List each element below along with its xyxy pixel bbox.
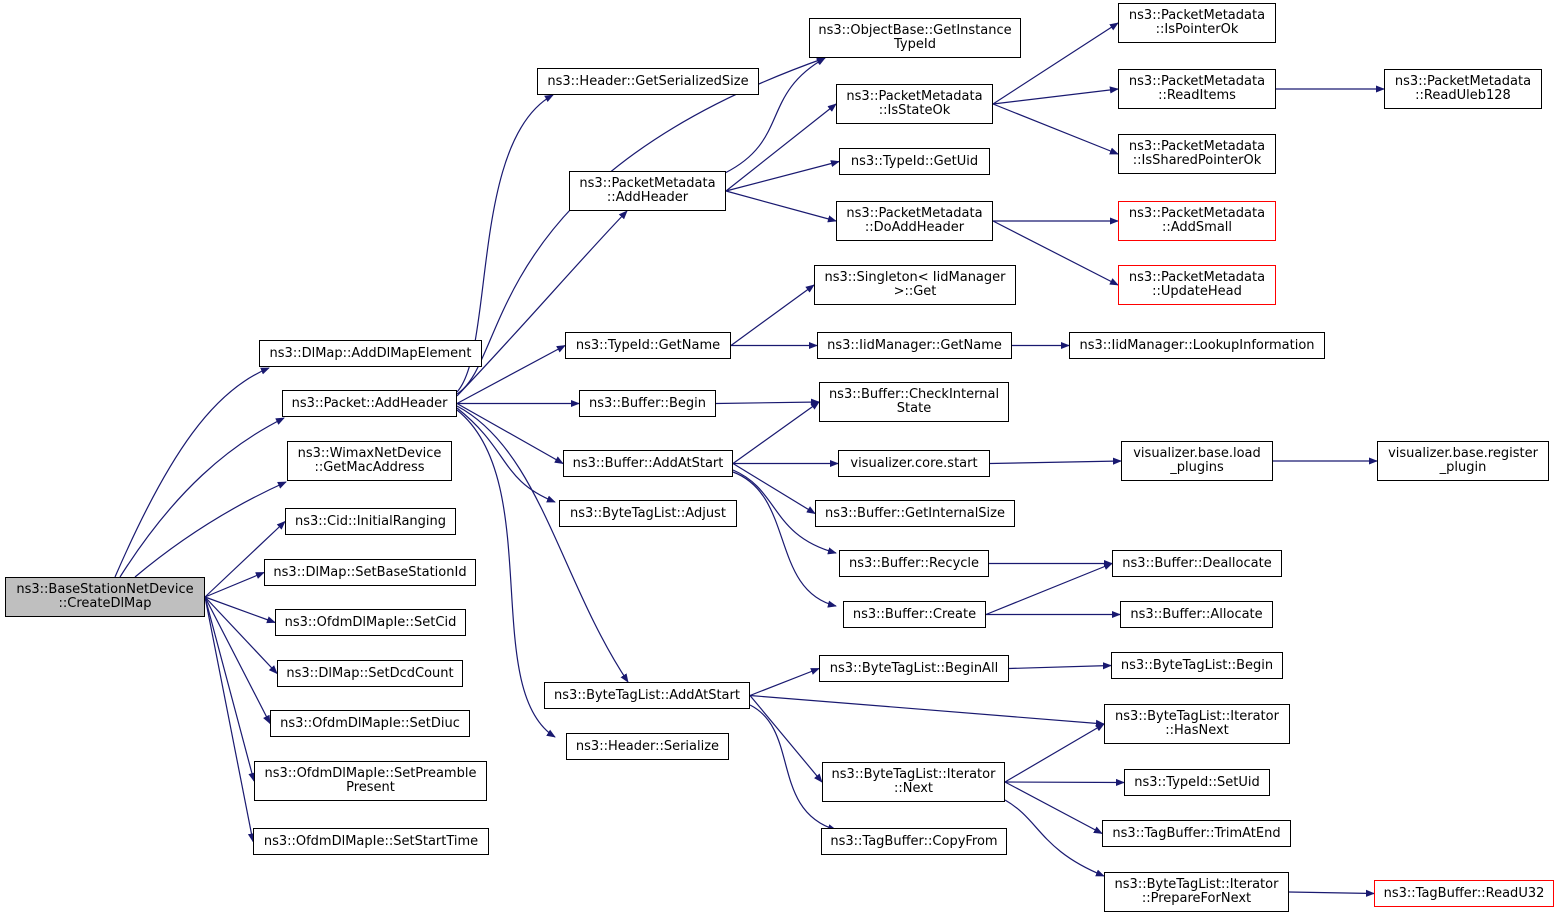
call-edge-n20-n35	[992, 103, 1119, 155]
function-node-n29[interactable]: ns3::Buffer::Create	[843, 601, 986, 628]
function-node-n20[interactable]: ns3::PacketMetadata ::IsStateOk	[836, 84, 993, 124]
function-node-n31[interactable]: ns3::ByteTagList::Iterator ::Next	[822, 762, 1005, 802]
call-edge-n31-n45	[1004, 781, 1103, 835]
function-node-n14[interactable]: ns3::TypeId::GetName	[565, 332, 731, 359]
function-node-n41[interactable]: ns3::Buffer::Allocate	[1120, 601, 1273, 628]
function-node-n11[interactable]: ns3::Header::GetSerializedSize	[537, 68, 759, 95]
call-edge-n31-n46	[1004, 799, 1105, 877]
call-edge-n18-n31	[749, 695, 823, 783]
call-edge-root-n6	[204, 596, 276, 624]
function-node-n9[interactable]: ns3::OfdmDlMapIe::SetPreamble Present	[254, 761, 487, 801]
function-node-n6[interactable]: ns3::OfdmDlMapIe::SetCid	[275, 609, 466, 636]
call-edge-n2-n14	[456, 344, 566, 405]
function-node-n38[interactable]: ns3::IidManager::LookupInformation	[1069, 332, 1325, 359]
call-edge-n18-n30	[749, 667, 820, 697]
function-node-n10[interactable]: ns3::OfdmDlMapIe::SetStartTime	[253, 828, 489, 855]
function-node-n44[interactable]: ns3::TypeId::SetUid	[1124, 769, 1270, 796]
function-node-n2[interactable]: ns3::Packet::AddHeader	[282, 390, 457, 417]
function-node-n18[interactable]: ns3::ByteTagList::AddAtStart	[544, 682, 750, 709]
root-function-node[interactable]: ns3::BaseStationNetDevice ::CreateDlMap	[5, 577, 205, 617]
call-edge-n16-n29	[732, 471, 837, 608]
call-edge-n16-n28	[732, 469, 837, 555]
function-node-n35[interactable]: ns3::PacketMetadata ::IsSharedPointerOk	[1118, 134, 1276, 174]
call-edge-n31-n44	[1004, 778, 1125, 787]
function-node-n33[interactable]: ns3::PacketMetadata ::IsPointerOk	[1118, 3, 1276, 43]
call-edge-n29-n40	[985, 562, 1113, 616]
function-node-n26[interactable]: visualizer.core.start	[838, 450, 990, 477]
function-node-n17[interactable]: ns3::ByteTagList::Adjust	[559, 500, 737, 527]
call-edge-root-n2	[119, 417, 285, 578]
call-edge-n18-n43	[749, 694, 1105, 727]
function-node-n36[interactable]: ns3::PacketMetadata ::AddSmall	[1118, 201, 1276, 241]
function-node-n28[interactable]: ns3::Buffer::Recycle	[839, 550, 989, 577]
call-edge-n18-n32	[749, 704, 837, 832]
function-node-n40[interactable]: ns3::Buffer::Deallocate	[1112, 550, 1282, 577]
call-edge-n14-n23	[730, 284, 815, 346]
function-node-n25[interactable]: ns3::Buffer::CheckInternal State	[819, 382, 1009, 422]
function-node-n1[interactable]: ns3::DlMap::AddDlMapElement	[259, 340, 482, 367]
function-node-n7[interactable]: ns3::DlMap::SetDcdCount	[277, 660, 463, 687]
function-node-n5[interactable]: ns3::DlMap::SetBaseStationId	[264, 559, 476, 586]
call-edge-n13-n21	[725, 160, 840, 192]
function-node-n49[interactable]: ns3::TagBuffer::ReadU32	[1374, 880, 1554, 907]
function-node-n48[interactable]: visualizer.base.register _plugin	[1377, 441, 1549, 481]
call-edge-n15-n25	[715, 398, 820, 406]
call-edge-root-n1	[114, 367, 270, 578]
call-edge-root-n3	[134, 481, 287, 578]
call-edge-n46-n49	[1288, 889, 1375, 897]
function-node-n3[interactable]: ns3::WimaxNetDevice ::GetMacAddress	[287, 441, 452, 481]
function-node-n21[interactable]: ns3::TypeId::GetUid	[839, 148, 990, 175]
call-edge-n20-n34	[992, 86, 1119, 105]
call-edge-root-n8	[204, 596, 271, 725]
function-node-n27[interactable]: ns3::Buffer::GetInternalSize	[815, 500, 1015, 527]
function-node-n16[interactable]: ns3::Buffer::AddAtStart	[563, 450, 733, 477]
call-edge-n2-n19	[456, 409, 556, 738]
function-node-n34[interactable]: ns3::PacketMetadata ::ReadItems	[1118, 69, 1276, 109]
call-edge-n31-n43	[1004, 723, 1105, 783]
call-edge-n16-n27	[732, 462, 816, 515]
call-edge-root-n5	[204, 571, 265, 598]
call-edge-n13-n12	[724, 57, 826, 174]
function-node-n39[interactable]: visualizer.base.load _plugins	[1121, 441, 1273, 481]
call-edge-root-n9	[204, 596, 256, 782]
call-edge-root-n7	[204, 596, 278, 675]
function-node-n42[interactable]: ns3::ByteTagList::Begin	[1111, 652, 1283, 679]
call-edge-n2-n13	[456, 210, 628, 397]
function-node-n19[interactable]: ns3::Header::Serialize	[566, 733, 729, 760]
function-node-n37[interactable]: ns3::PacketMetadata ::UpdateHead	[1118, 265, 1276, 305]
call-edge-root-n10	[204, 596, 255, 843]
function-node-n12[interactable]: ns3::ObjectBase::GetInstance TypeId	[809, 18, 1021, 58]
function-node-n13[interactable]: ns3::PacketMetadata ::AddHeader	[569, 171, 726, 211]
call-edge-n2-n16	[456, 402, 564, 465]
call-edge-n13-n22	[725, 190, 837, 223]
call-edge-n2-n17	[456, 407, 556, 503]
function-node-n30[interactable]: ns3::ByteTagList::BeginAll	[819, 655, 1009, 682]
function-node-n46[interactable]: ns3::ByteTagList::Iterator ::PrepareForN…	[1104, 872, 1289, 912]
call-edge-n30-n42	[1008, 662, 1112, 670]
call-edge-n20-n33	[992, 22, 1119, 105]
function-node-n22[interactable]: ns3::PacketMetadata ::DoAddHeader	[836, 201, 993, 241]
call-edge-n26-n39	[989, 457, 1122, 465]
function-node-n15[interactable]: ns3::Buffer::Begin	[579, 390, 716, 417]
call-edge-n16-n25	[732, 401, 820, 464]
call-edge-root-n4	[204, 520, 286, 598]
function-node-n4[interactable]: ns3::Cid::InitialRanging	[285, 508, 456, 535]
call-edge-n2-n18	[456, 405, 629, 683]
call-edge-n13-n20	[725, 103, 837, 192]
function-node-n8[interactable]: ns3::OfdmDlMapIe::SetDiuc	[270, 710, 470, 737]
function-node-n47[interactable]: ns3::PacketMetadata ::ReadUleb128	[1384, 69, 1542, 109]
call-edge-n2-n12	[456, 57, 826, 395]
function-node-n24[interactable]: ns3::IidManager::GetName	[817, 332, 1012, 359]
function-node-n45[interactable]: ns3::TagBuffer::TrimAtEnd	[1102, 820, 1291, 847]
function-node-n43[interactable]: ns3::ByteTagList::Iterator ::HasNext	[1104, 704, 1290, 744]
function-node-n23[interactable]: ns3::Singleton< IidManager >::Get	[814, 265, 1016, 305]
call-edge-n22-n37	[992, 220, 1119, 286]
function-node-n32[interactable]: ns3::TagBuffer::CopyFrom	[821, 828, 1007, 855]
